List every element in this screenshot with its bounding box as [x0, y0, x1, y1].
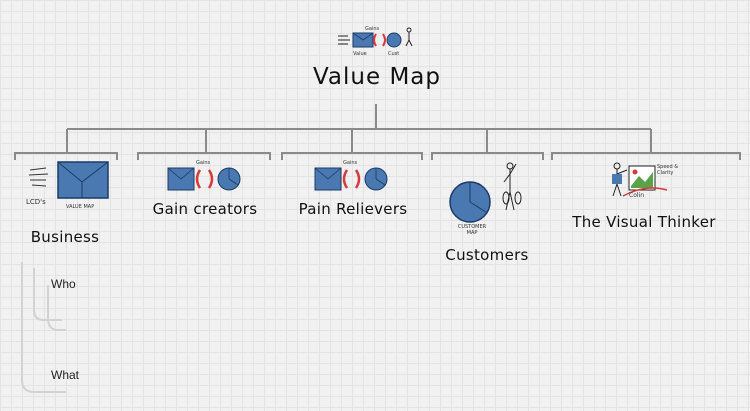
- root-node-label: Value Map: [312, 64, 441, 90]
- business-sketch-left: LCD's: [26, 198, 46, 206]
- business-sketch-right: VALUE MAP: [66, 204, 95, 210]
- visual-thinker-sketch-signature: Colin: [629, 192, 644, 199]
- customers-node-label: Customers: [445, 246, 529, 264]
- business-sketch: LCD's VALUE MAP: [26, 160, 116, 216]
- customers-sketch: CUSTOMER MAP: [446, 160, 526, 240]
- root-sketch-caption-gains: Gains: [365, 26, 380, 32]
- business-node-label: Business: [30, 228, 100, 246]
- pain-relievers-sketch: Gains: [313, 160, 393, 194]
- root-sketch-caption-value: Value: [353, 51, 367, 57]
- visual-thinker-node-label: The Visual Thinker: [572, 213, 716, 231]
- pain-relievers-node-label: Pain Relievers: [298, 200, 408, 218]
- outline-item-who[interactable]: Who: [51, 277, 76, 291]
- root-sketch-caption-cust: Cust: [388, 51, 400, 57]
- customers-sketch-caption: CUSTOMER MAP: [457, 224, 487, 236]
- root-sketch: Gains Value Cust: [336, 26, 418, 60]
- gain-creators-node-label: Gain creators: [152, 200, 258, 218]
- outline-item-what[interactable]: What: [51, 368, 80, 382]
- pain-relievers-sketch-caption: Gains: [343, 160, 358, 166]
- gain-creators-sketch: Gains: [166, 160, 246, 194]
- visual-thinker-sketch: Speed & Clarity Colin: [605, 160, 695, 200]
- visual-thinker-sketch-caption: Speed & Clarity: [657, 164, 679, 176]
- gain-creators-sketch-caption: Gains: [196, 160, 211, 166]
